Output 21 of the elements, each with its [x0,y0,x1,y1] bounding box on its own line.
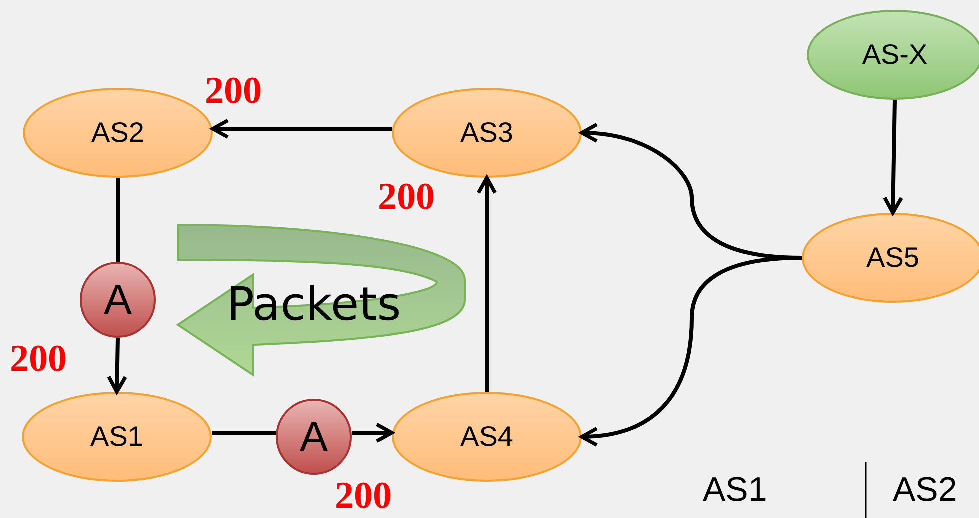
bandwidth-value: 200 [378,178,435,216]
bandwidth-value: 200 [335,477,392,515]
node-label: AS-X [862,39,928,71]
node-label: A [300,413,328,461]
arrow [107,338,128,394]
arrow-label: Packets [226,277,402,331]
table-header: AS1 [703,473,768,507]
node-label: A [104,276,132,324]
node-label: AS2 [92,117,144,149]
bandwidth-value: 200 [205,72,262,110]
node-label: AS5 [866,242,920,274]
arrow [580,256,802,446]
arrow [211,118,392,140]
arrow [476,176,498,392]
node-label: AS3 [460,117,514,149]
bandwidth-value: 200 [10,340,67,378]
node-label: AS1 [90,421,144,453]
table-header: AS2 [893,473,958,507]
arrow [352,422,394,444]
arrow [883,100,904,215]
node-label: AS4 [460,421,514,453]
